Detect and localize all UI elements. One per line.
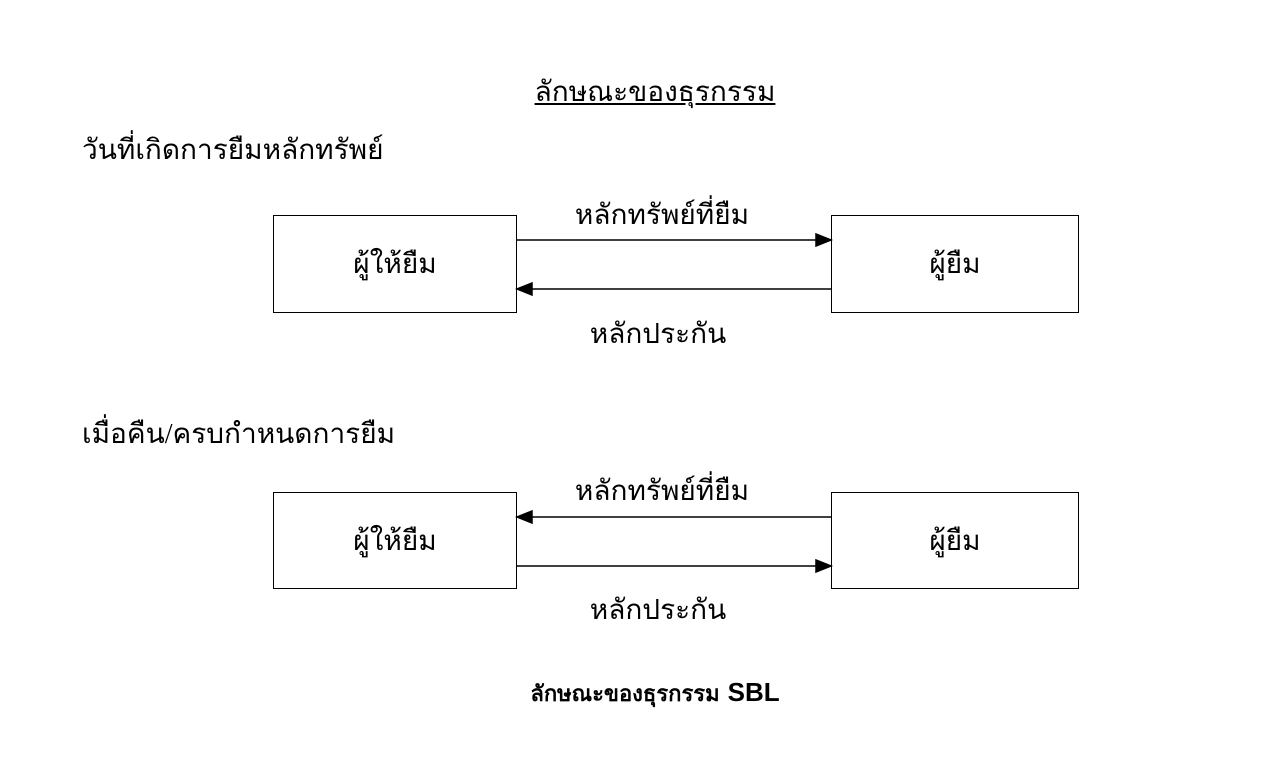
collateral-label: หลักประกัน bbox=[589, 319, 727, 350]
arrowhead-right-icon bbox=[815, 232, 834, 248]
lender-box: ผู้ให้ยืม bbox=[273, 492, 517, 589]
borrower-box: ผู้ยืม bbox=[831, 492, 1079, 589]
securities-label: หลักทรัพย์ที่ยืม bbox=[574, 476, 750, 507]
section-heading-borrow-date: วันที่เกิดการยืมหลักทรัพย์ bbox=[82, 135, 384, 166]
arrowhead-left-icon bbox=[514, 281, 533, 297]
collateral-label: หลักประกัน bbox=[589, 595, 727, 626]
section-heading-return-date: เมื่อคืน/ครบกำหนดการยืม bbox=[82, 419, 396, 450]
arrowhead-right-icon bbox=[815, 558, 834, 574]
arrowhead-left-icon bbox=[514, 509, 533, 525]
caption-suffix: SBL bbox=[727, 677, 780, 707]
page-title: ลักษณะของธุรกรรม bbox=[534, 77, 776, 108]
lender-box: ผู้ให้ยืม bbox=[273, 215, 517, 313]
caption-text: ลักษณะของธุรกรรม bbox=[530, 681, 720, 706]
borrower-box: ผู้ยืม bbox=[831, 215, 1079, 313]
securities-label: หลักทรัพย์ที่ยืม bbox=[574, 200, 750, 231]
figure-caption: ลักษณะของธุรกรรม SBL bbox=[0, 676, 1279, 711]
